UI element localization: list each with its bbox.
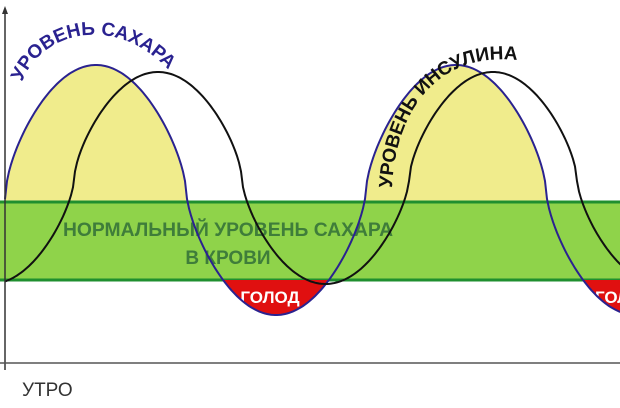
normal-band-label-line2: В КРОВИ bbox=[185, 248, 270, 269]
above-normal-sugar-area bbox=[5, 65, 548, 202]
insulin-level-curve bbox=[4, 71, 620, 285]
hunger-label: ГОЛОД bbox=[240, 288, 299, 307]
hunger-label-2: ГОЛОД bbox=[595, 288, 620, 307]
normal-sugar-band bbox=[0, 202, 620, 280]
normal-band-label-line1: НОРМАЛЬНЫЙ УРОВЕНЬ САХАРА bbox=[63, 219, 393, 241]
y-axis-arrow-icon bbox=[2, 6, 8, 14]
hunger-area bbox=[223, 280, 620, 315]
morning-label: УТРО bbox=[22, 380, 73, 401]
sugar-level-curve bbox=[4, 64, 620, 316]
